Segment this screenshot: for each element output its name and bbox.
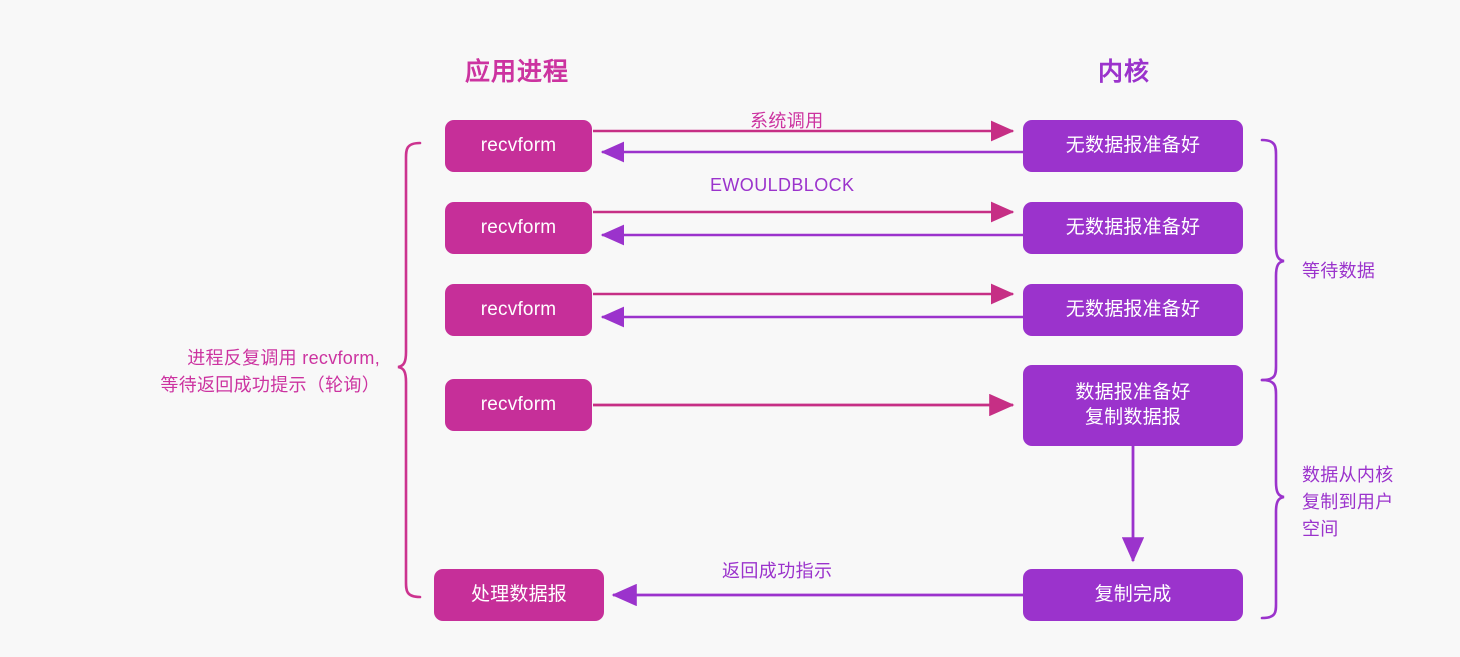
node-datagram-ready-copy[interactable]: 数据报准备好 复制数据报 [1023,365,1243,446]
node-no-datagram-ready-2[interactable]: 无数据报准备好 [1023,202,1243,254]
annotation-polling-line1: 进程反复调用 recvform, [187,348,380,368]
edge-label-ewouldblock: EWOULDBLOCK [710,175,855,195]
node-process-datagram[interactable]: 处理数据报 [434,569,604,621]
annotation-copy-line1: 数据从内核 [1302,465,1394,485]
edge-label-return-success: 返回成功指示 [722,561,833,581]
annotation-polling-line2: 等待返回成功提示（轮询） [160,375,380,395]
curly-brace-left-icon [397,141,422,599]
annotation-copy-line2: 复制到用户 [1302,492,1394,512]
annotation-copy-line3: 空间 [1302,519,1339,539]
node-no-datagram-ready-3[interactable]: 无数据报准备好 [1023,284,1243,336]
node-recvform-3[interactable]: recvform [445,284,592,336]
curly-brace-right-icon [1260,138,1285,382]
annotation-waiting-for-data-text: 等待数据 [1302,261,1376,281]
annotation-copy-kernel-to-user: 数据从内核 复制到用户 空间 [1302,462,1452,543]
curly-brace-right-icon [1260,378,1285,620]
column-header-application-process: 应用进程 [465,58,570,86]
edge-label-system-call: 系统调用 [750,111,824,131]
annotation-waiting-for-data: 等待数据 [1302,258,1442,285]
node-recvform-2[interactable]: recvform [445,202,592,254]
node-datagram-ready-line1: 数据报准备好 [1075,382,1191,404]
node-copy-complete[interactable]: 复制完成 [1023,569,1243,621]
node-recvform-4[interactable]: recvform [445,379,592,431]
annotation-polling-note: 进程反复调用 recvform, 等待返回成功提示（轮询） [60,345,380,399]
column-header-kernel: 内核 [1098,58,1151,86]
node-datagram-ready-line2: 复制数据报 [1084,406,1181,428]
node-recvform-1[interactable]: recvform [445,120,592,172]
node-no-datagram-ready-1[interactable]: 无数据报准备好 [1023,120,1243,172]
